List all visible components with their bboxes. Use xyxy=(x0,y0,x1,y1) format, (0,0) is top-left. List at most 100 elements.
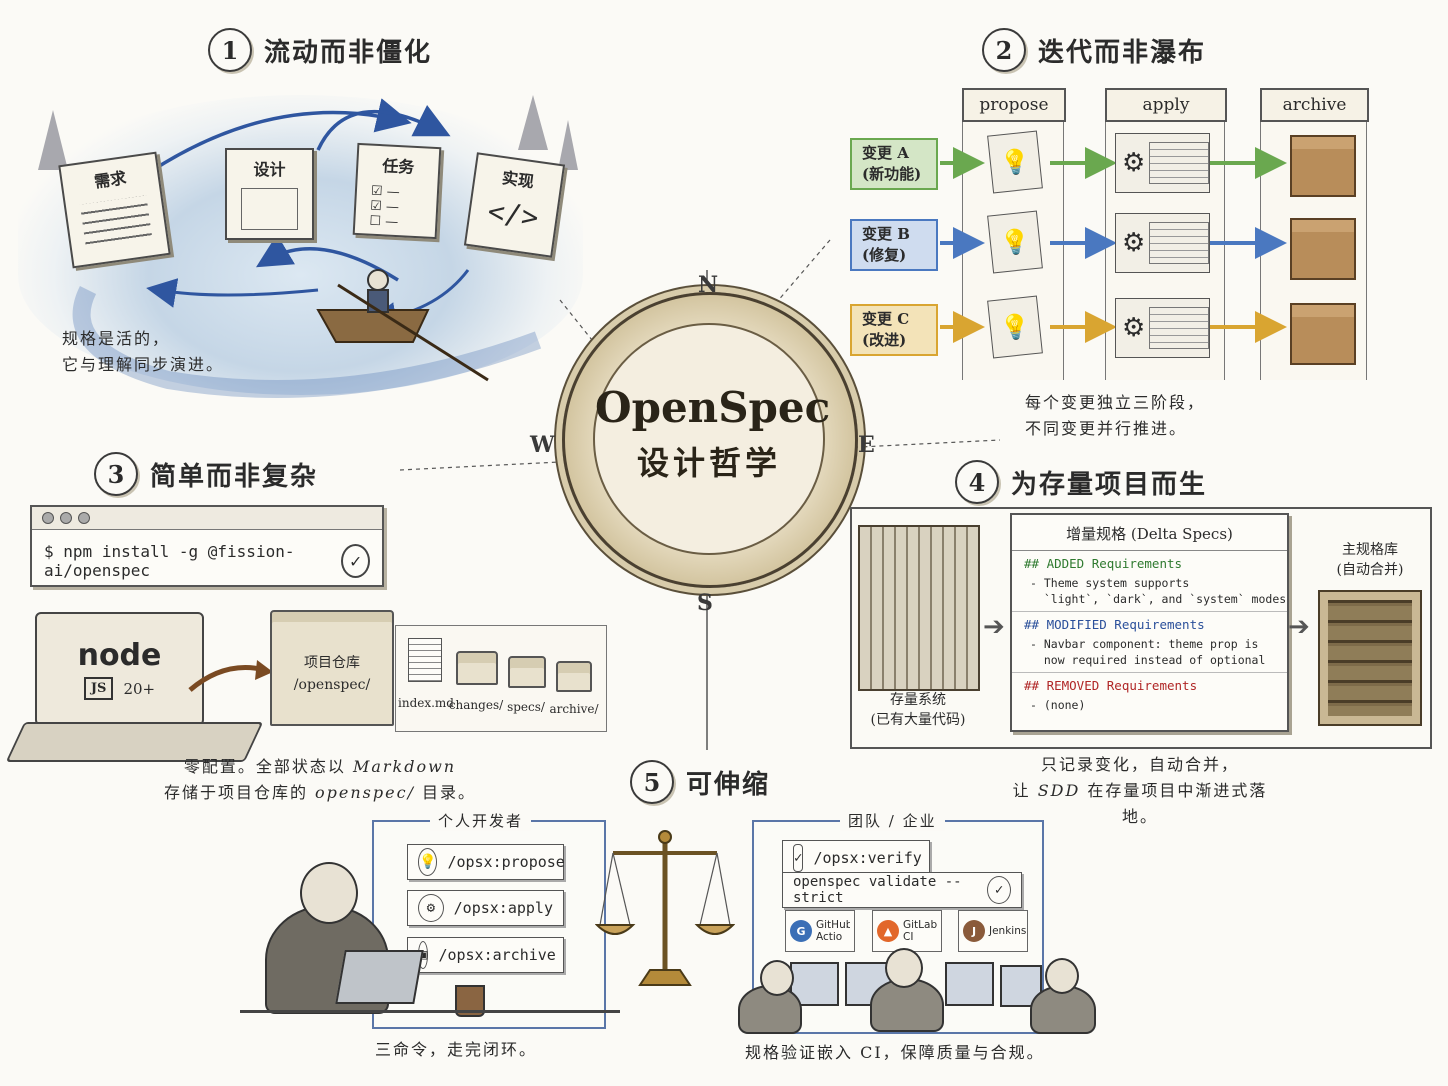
section-1-number: 1 xyxy=(208,28,252,72)
section-4-label: 为存量项目而生 xyxy=(1011,469,1208,500)
caption-emphasis: openspec/ xyxy=(315,783,415,802)
laptop: node JS 20+ xyxy=(35,612,204,726)
card-requirements-label: 需求 xyxy=(93,168,128,192)
section-3-label: 简单而非复杂 xyxy=(150,461,319,492)
file-tree: index.md changes/ specs/ archive/ xyxy=(395,625,607,732)
terminal-titlebar xyxy=(32,507,382,530)
verify-command: ✓ /opsx:verify xyxy=(782,840,930,876)
removed-body: - (none) xyxy=(1012,695,1287,717)
section-3-caption: 零配置。全部状态以 Markdown 存储于项目仓库的 openspec/ 目录… xyxy=(160,754,480,806)
file-archive: archive/ xyxy=(549,702,599,716)
section-2-caption: 每个变更独立三阶段， 不同变更并行推进。 xyxy=(1025,390,1205,442)
caption-text: 目录。 xyxy=(414,783,477,802)
archive-box-icon xyxy=(1290,303,1356,365)
document-icon xyxy=(408,638,442,682)
compass: OpenSpec 设计哲学 xyxy=(562,292,858,588)
modified-body: - Navbar component: theme prop is now re… xyxy=(1012,634,1287,672)
change-c: 变更 C (改进) xyxy=(850,304,938,356)
removed-line-1: - (none) xyxy=(1030,698,1086,712)
node-version: 20+ xyxy=(123,679,156,698)
lightbulb-icon: 💡 xyxy=(418,848,438,876)
js-hex-icon: JS xyxy=(83,677,114,700)
arrow-to-folder xyxy=(188,660,273,692)
apply-command: ⚙ /opsx:apply xyxy=(407,890,564,926)
card-tasks-label: 任务 xyxy=(381,156,415,177)
list-lines-icon xyxy=(79,195,153,249)
modified-heading: ## MODIFIED Requirements xyxy=(1012,611,1287,634)
validate-command: openspec validate --strict ✓ xyxy=(782,872,1022,908)
gitlab-ci-badge: ▲ GitLab CI xyxy=(872,910,942,952)
archive-box-icon xyxy=(1290,135,1356,197)
added-body: - Theme system supports `light`, `dark`,… xyxy=(1012,573,1287,611)
legacy-building-icon xyxy=(858,525,980,691)
file-index-md: index.md xyxy=(398,696,454,710)
check-icon: ✓ xyxy=(341,544,370,578)
validate-command-label: openspec validate --strict xyxy=(793,874,962,906)
change-c-name: 变更 C xyxy=(862,310,910,328)
repo-folder-label-line-2: /openspec/ xyxy=(293,677,371,693)
section-5-title: 5 可伸缩 xyxy=(630,760,770,804)
caption-text: 零配置。全部状态以 xyxy=(183,757,353,776)
github-actions-icon: G xyxy=(790,920,812,942)
file-changes: changes/ xyxy=(448,698,504,712)
github-actions-label: GitHub Actio xyxy=(816,919,850,943)
stage-flow-arrows xyxy=(940,147,1287,343)
gear-window-icon: ⚙ xyxy=(1115,298,1210,358)
developer-head xyxy=(300,862,358,924)
folder-icon xyxy=(456,651,498,685)
individual-panel-title: 个人开发者 xyxy=(430,810,532,831)
section-3-title: 3 简单而非复杂 xyxy=(94,452,318,496)
compass-south: S xyxy=(697,590,713,616)
monitor-icon xyxy=(945,962,994,1006)
section-4-caption-line-2: 让 SDD 在存量项目中渐进式落地。 xyxy=(995,778,1285,830)
change-a-name: 变更 A xyxy=(862,144,909,162)
modified-line-1: - Navbar component: theme prop is xyxy=(1030,637,1259,651)
bookshelf-icon xyxy=(1318,590,1422,726)
change-c-desc: (改进) xyxy=(862,331,907,349)
legacy-label-line-1: 存量系统 xyxy=(890,692,946,708)
compass-title: OpenSpec xyxy=(595,383,831,432)
verify-command-label: /opsx:verify xyxy=(813,849,922,867)
section-4-caption: 只记录变化，自动合并， 让 SDD 在存量项目中渐进式落地。 xyxy=(995,752,1285,830)
archive-command-label: /opsx:archive xyxy=(438,946,556,964)
propose-command-label: /opsx:propose xyxy=(447,853,565,871)
main-spec-label-line-2: (自动合并) xyxy=(1336,562,1404,578)
section-5-number: 5 xyxy=(630,760,674,804)
section-3-caption-line-1: 零配置。全部状态以 Markdown xyxy=(160,754,480,780)
card-design: 设计 xyxy=(225,148,314,240)
section-3-caption-line-2: 存储于项目仓库的 openspec/ 目录。 xyxy=(160,780,480,806)
flowchart-icon xyxy=(241,188,298,230)
gear-icon: ⚙ xyxy=(418,894,444,922)
archive-box-icon xyxy=(1290,218,1356,280)
compass-west: W xyxy=(530,432,555,458)
compass-face: OpenSpec 设计哲学 xyxy=(593,323,831,555)
node-logo: node xyxy=(77,638,162,673)
jenkins-badge: J Jenkins xyxy=(958,910,1028,952)
section-4-number: 4 xyxy=(955,460,999,504)
section-2-number: 2 xyxy=(982,28,1026,72)
section-4-title: 4 为存量项目而生 xyxy=(955,460,1207,504)
repo-folder-label-line-1: 项目仓库 xyxy=(304,655,360,671)
section-4-caption-line-1: 只记录变化，自动合并， xyxy=(1040,755,1239,774)
change-a-desc: (新功能) xyxy=(862,165,922,183)
compass-east: E xyxy=(858,432,875,458)
team-member-head xyxy=(760,960,794,996)
section-1-caption-line-1: 规格是活的， xyxy=(62,329,171,348)
github-actions-badge: G GitHub Actio xyxy=(785,910,855,952)
section-2-label: 迭代而非瀑布 xyxy=(1038,37,1207,68)
terminal-window: $ npm install -g @fission-ai/openspec ✓ xyxy=(30,505,384,587)
shield-check-icon: ✓ xyxy=(793,844,804,872)
terminal-command: $ npm install -g @fission-ai/openspec xyxy=(44,542,341,580)
section-2-caption-line-2: 不同变更并行推进。 xyxy=(1025,419,1188,438)
card-tasks: 任务 ☑ —☑ —☐ — xyxy=(352,142,442,240)
change-a: 变更 A (新功能) xyxy=(850,138,938,190)
jenkins-icon: J xyxy=(963,920,985,942)
stage-archive: archive xyxy=(1260,88,1369,122)
removed-heading: ## REMOVED Requirements xyxy=(1012,672,1287,695)
team-panel-title: 团队 / 企业 xyxy=(840,810,945,831)
balance-scale-icon xyxy=(595,830,735,986)
team-member-head xyxy=(1045,958,1079,994)
gear-window-icon: ⚙ xyxy=(1115,133,1210,193)
jenkins-label: Jenkins xyxy=(989,925,1027,937)
legacy-system-label: 存量系统 (已有大量代码) xyxy=(858,690,978,730)
